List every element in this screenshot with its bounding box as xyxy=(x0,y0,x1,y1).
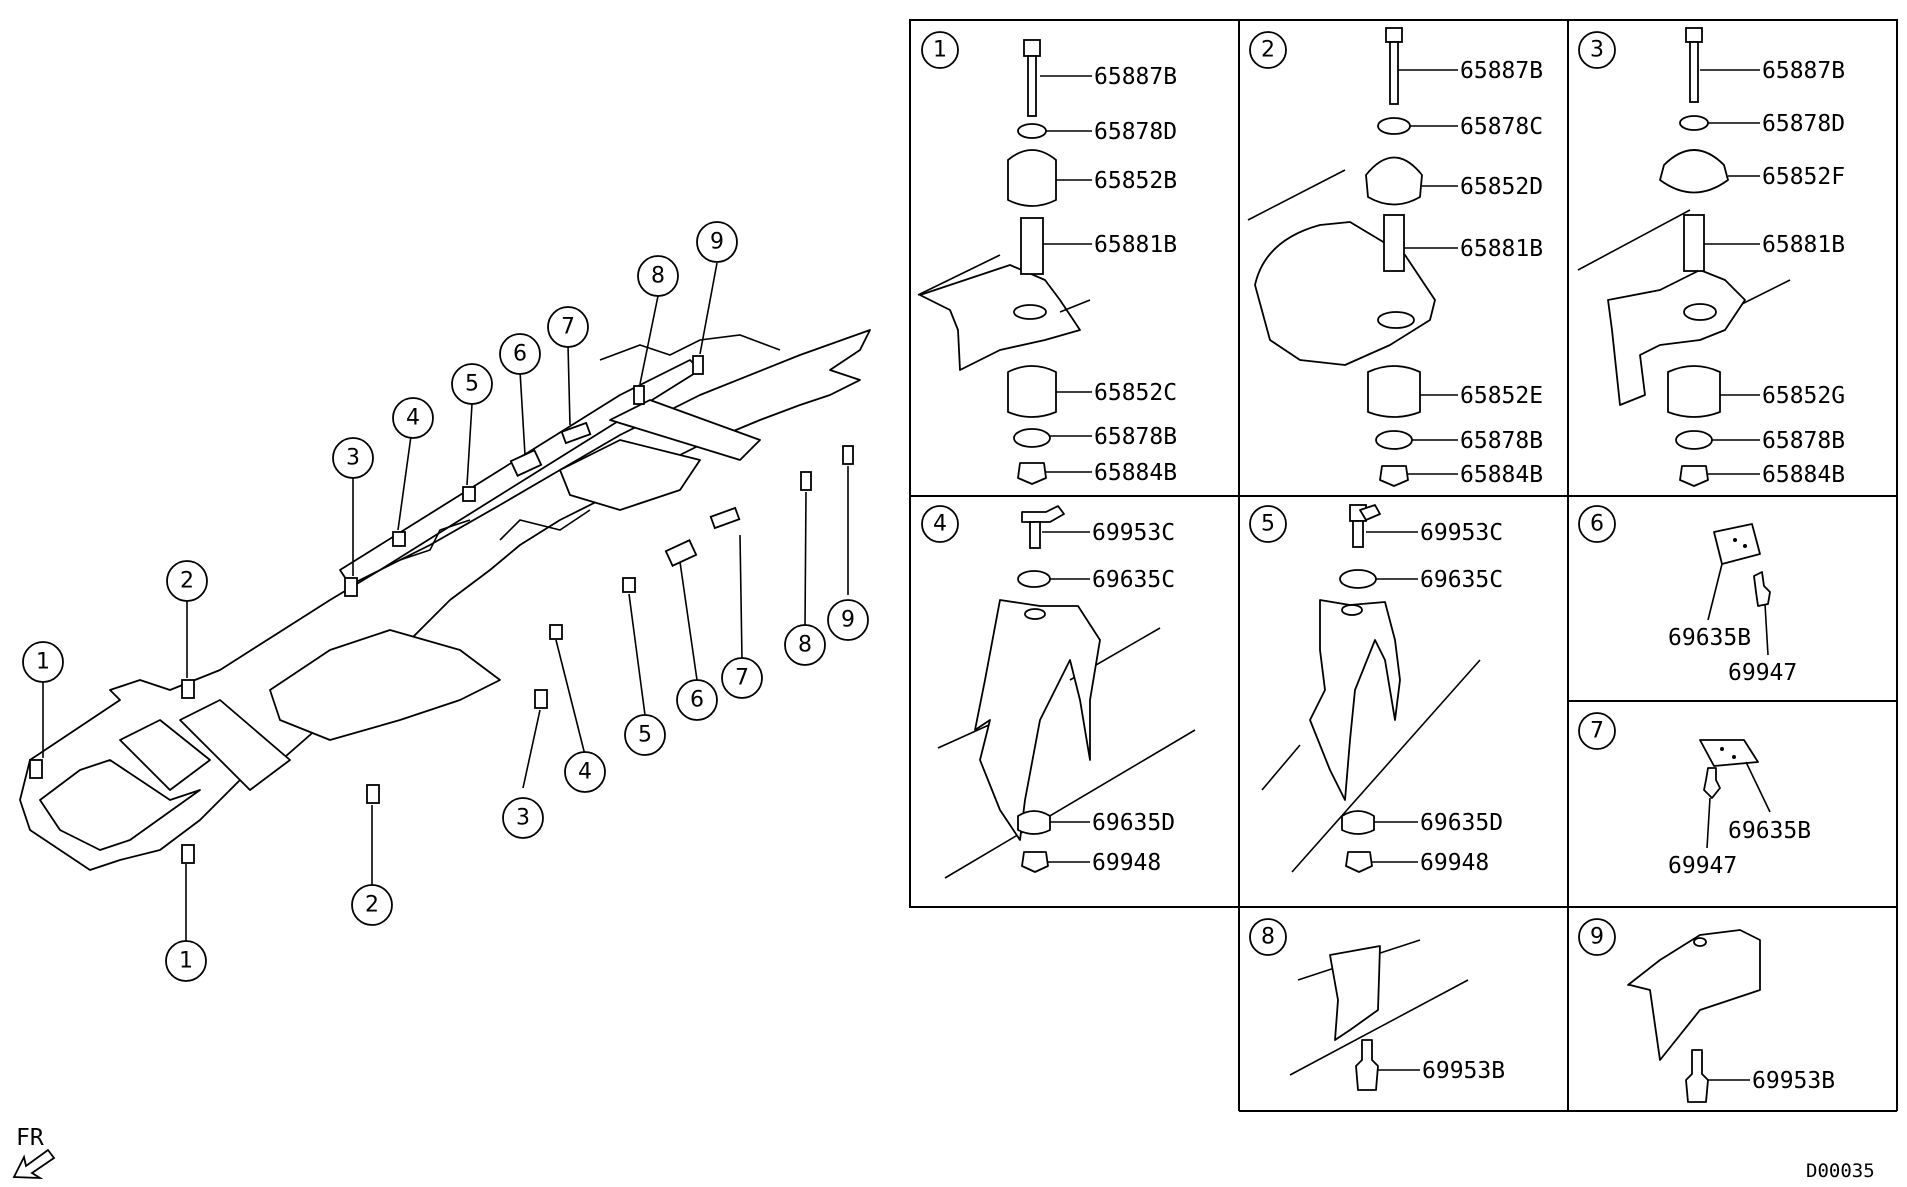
frame-callout-9-top: 9 xyxy=(696,221,738,263)
panel-5: 5 69953C 69635C 69635D 69948 xyxy=(1249,504,1503,876)
panel-1-part-label: 65881B xyxy=(1094,232,1177,258)
svg-text:9: 9 xyxy=(1590,925,1604,950)
svg-text:1: 1 xyxy=(36,650,50,675)
panel-1-part-label: 65852C xyxy=(1094,380,1177,406)
svg-text:7: 7 xyxy=(1590,719,1604,744)
panel-2-part-label: 65887B xyxy=(1460,58,1543,84)
frame-callout-4-top: 4 xyxy=(392,397,434,439)
panel-4-part-label: 69953C xyxy=(1092,520,1175,546)
panel-3-part-label: 65881B xyxy=(1762,232,1845,258)
panel-6: 6 69635B 69947 xyxy=(1578,505,1797,686)
panel-1: 1 65887B 65878D 65852B 65881B 65852C 658… xyxy=(917,31,1177,486)
panel-5-part-label: 69948 xyxy=(1420,850,1489,876)
panel-2-part-label: 65852E xyxy=(1460,383,1543,409)
panel-5-part-label: 69635C xyxy=(1420,567,1503,593)
svg-text:8: 8 xyxy=(798,633,812,658)
frame-callout-2-top: 2 xyxy=(166,560,208,602)
panel-8: 8 69953B xyxy=(1249,918,1505,1091)
svg-text:3: 3 xyxy=(346,446,360,471)
frame-callout-4-bottom: 4 xyxy=(564,751,606,793)
svg-text:4: 4 xyxy=(578,760,592,785)
svg-text:5: 5 xyxy=(1261,512,1275,537)
panel-4-part-label: 69635D xyxy=(1092,810,1175,836)
panel-1-part-label: 65878B xyxy=(1094,424,1177,450)
frame-mount-markers xyxy=(29,355,854,864)
panel-6-part-label: 69947 xyxy=(1728,660,1797,686)
panel-3-part-label: 65878D xyxy=(1762,111,1845,137)
svg-text:4: 4 xyxy=(933,512,947,537)
svg-text:9: 9 xyxy=(710,230,724,255)
panel-1-part-label: 65884B xyxy=(1094,460,1177,486)
svg-text:6: 6 xyxy=(1590,512,1604,537)
frame-callout-8-top: 8 xyxy=(637,255,679,297)
svg-text:1: 1 xyxy=(933,38,947,63)
frame-callout-1-front: 1 xyxy=(22,641,64,683)
panel-7: 7 69635B 69947 xyxy=(1578,712,1811,879)
panel-3-part-label: 65884B xyxy=(1762,462,1845,488)
frame-callout-5-bottom: 5 xyxy=(624,714,666,756)
drawing-code: D00035 xyxy=(1806,1160,1875,1182)
svg-text:7: 7 xyxy=(561,315,575,340)
svg-text:8: 8 xyxy=(1261,925,1275,950)
svg-text:9: 9 xyxy=(841,608,855,633)
frame-callout-leaders xyxy=(42,262,849,941)
panel-3-part-label: 65852F xyxy=(1762,164,1845,190)
svg-text:8: 8 xyxy=(651,264,665,289)
panel-7-part-label: 69947 xyxy=(1668,853,1737,879)
frame-callout-2-bottom: 2 xyxy=(351,884,393,926)
panel-5-part-label: 69635D xyxy=(1420,810,1503,836)
frame-callout-8-bottom: 8 xyxy=(784,624,826,666)
panel-9: 9 69953B xyxy=(1578,918,1835,1103)
frame-callout-6-top: 6 xyxy=(499,333,541,375)
panel-3-part-label: 65878B xyxy=(1762,428,1845,454)
frame-callout-7-top: 7 xyxy=(547,306,589,348)
svg-text:6: 6 xyxy=(690,688,704,713)
panel-3-part-label: 65887B xyxy=(1762,58,1845,84)
svg-text:6: 6 xyxy=(513,342,527,367)
svg-text:4: 4 xyxy=(406,406,420,431)
panel-3-part-label: 65852G xyxy=(1762,383,1845,409)
panel-1-part-label: 65878D xyxy=(1094,119,1177,145)
front-direction-indicator: FR xyxy=(12,1125,56,1180)
panel-7-part-label: 69635B xyxy=(1728,818,1811,844)
panel-2-part-label: 65878B xyxy=(1460,428,1543,454)
panel-3: 3 65887B 65878D 65852F 65881B 65852G 658… xyxy=(1577,27,1845,488)
svg-text:7: 7 xyxy=(735,666,749,691)
svg-text:2: 2 xyxy=(180,569,194,594)
panel-4: 4 69953C 69635C 69635D 69948 xyxy=(921,505,1196,879)
svg-text:1: 1 xyxy=(179,949,193,974)
panel-2: 2 65887B 65878C 65852D 65881B 65852E 658… xyxy=(1247,27,1543,488)
panel-4-part-label: 69948 xyxy=(1092,850,1161,876)
frame-callout-9-bottom: 9 xyxy=(827,599,869,641)
frame-callout-3-top: 3 xyxy=(332,437,374,479)
frame-callout-6-bottom: 6 xyxy=(676,679,718,721)
panel-9-part-label: 69953B xyxy=(1752,1068,1835,1094)
panel-2-part-label: 65881B xyxy=(1460,236,1543,262)
panel-1-part-label: 65887B xyxy=(1094,64,1177,90)
frame-callout-1-rear: 1 xyxy=(165,940,207,982)
front-arrow-icon xyxy=(12,1148,56,1180)
panel-2-part-label: 65852D xyxy=(1460,174,1543,200)
svg-text:5: 5 xyxy=(638,723,652,748)
front-direction-label: FR xyxy=(16,1125,44,1151)
panel-6-part-label: 69635B xyxy=(1668,625,1751,651)
panel-5-part-label: 69953C xyxy=(1420,520,1503,546)
svg-text:2: 2 xyxy=(1261,38,1275,63)
panel-4-part-label: 69635C xyxy=(1092,567,1175,593)
panel-1-part-label: 65852B xyxy=(1094,168,1177,194)
frame-callout-5-top: 5 xyxy=(451,363,493,405)
svg-text:3: 3 xyxy=(1590,38,1604,63)
chassis-frame-drawing: 1 1 2 2 3 3 4 4 xyxy=(19,221,871,982)
frame-callout-7-bottom: 7 xyxy=(721,657,763,699)
panel-8-part-label: 69953B xyxy=(1422,1058,1505,1084)
svg-text:5: 5 xyxy=(465,372,479,397)
panel-2-part-label: 65878C xyxy=(1460,114,1543,140)
svg-text:2: 2 xyxy=(365,893,379,918)
svg-text:3: 3 xyxy=(516,806,530,831)
frame-callout-3-bottom: 3 xyxy=(502,797,544,839)
panel-2-part-label: 65884B xyxy=(1460,462,1543,488)
